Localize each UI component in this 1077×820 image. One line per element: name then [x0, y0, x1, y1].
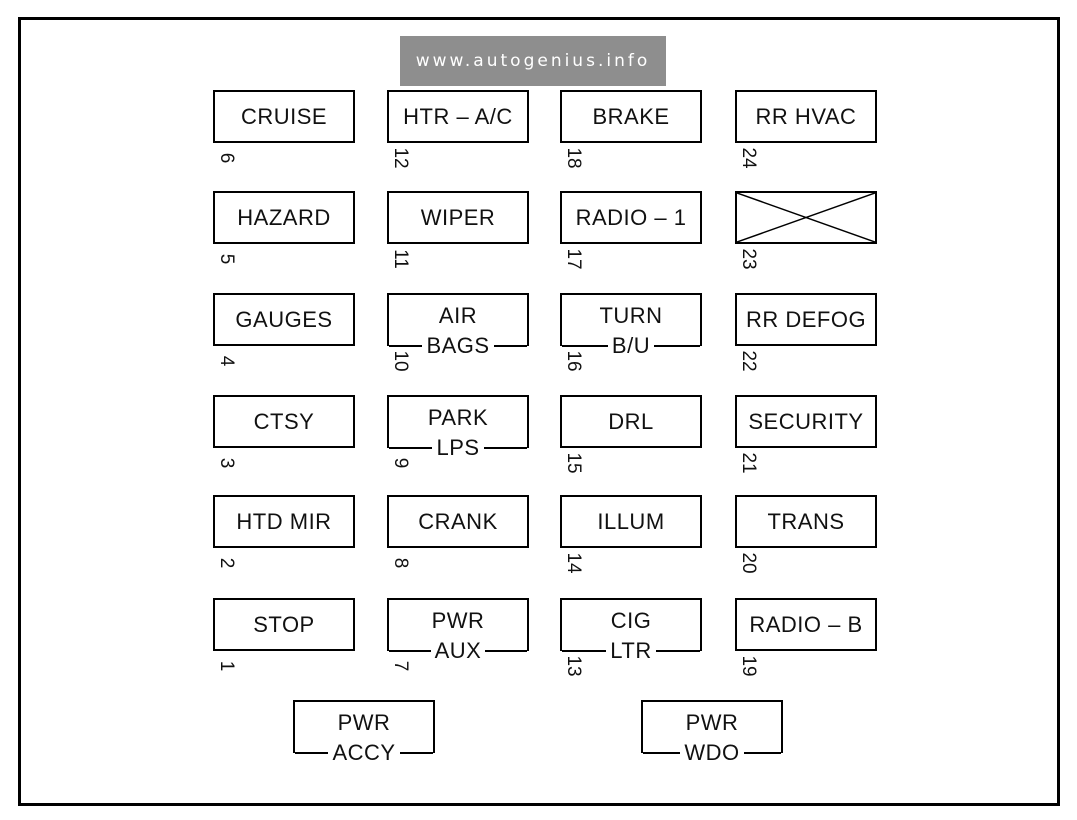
fuse-number: 15: [563, 452, 584, 474]
fuse-label: HAZARD: [237, 204, 331, 230]
fuse-box: CRANK: [387, 495, 529, 548]
fuse-label: RR DEFOG: [745, 306, 867, 332]
fuse-box: SECURITY: [735, 395, 877, 448]
fuse-number: 16: [563, 350, 584, 372]
fuse-label: SECURITY: [748, 408, 864, 434]
fuse-box: RADIO – 1: [560, 191, 702, 244]
fuse-number: 18: [563, 147, 584, 169]
fuse-number: 19: [738, 655, 759, 677]
fuse-number: 20: [738, 552, 759, 574]
fuse-label-line-1: PARK: [427, 405, 489, 430]
fuse-number: 2: [216, 557, 237, 569]
fuse-label: TRANS: [767, 508, 845, 534]
fuse-label: CRANK: [418, 508, 498, 534]
fuse-box: PWR AUX: [387, 598, 529, 662]
fuse-label-line-2: BAGS: [426, 333, 490, 358]
fuse-label: DRL: [608, 408, 654, 434]
fuse-number: 22: [738, 350, 759, 372]
fuse-box: PARK LPS: [387, 395, 529, 459]
fuse-box: BRAKE: [560, 90, 702, 143]
fuse-label: CTSY: [253, 408, 315, 434]
fuse-number: 12: [390, 147, 411, 169]
fuse-label-line-1: PWR: [431, 608, 485, 633]
fuse-label: RR HVAC: [755, 103, 857, 129]
fuse-number: 17: [563, 248, 584, 270]
fuse-number: 9: [390, 457, 411, 469]
fuse-label-line-1: PWR: [685, 710, 739, 735]
fuse-box: PWR ACCY: [293, 700, 435, 764]
fuse-number: 8: [390, 557, 411, 569]
fuse-number: 13: [563, 655, 584, 677]
fuse-label: STOP: [253, 611, 315, 637]
fuse-label: ILLUM: [597, 508, 665, 534]
fuse-box: TURN B/U: [560, 293, 702, 357]
fuse-label: HTD MIR: [236, 508, 332, 534]
fuse-label-line-1: TURN: [599, 303, 663, 328]
fuse-label-line-2: LTR: [610, 638, 652, 663]
fuse-label: HTR – A/C: [403, 103, 513, 129]
fuse-box: TRANS: [735, 495, 877, 548]
fuse-label: RADIO – 1: [575, 204, 687, 230]
fuse-box: HTR – A/C: [387, 90, 529, 143]
fuse-box: AIR BAGS: [387, 293, 529, 357]
fuse-label-line-1: PWR: [337, 710, 391, 735]
fuse-number: 21: [738, 452, 759, 474]
fuse-box: HTD MIR: [213, 495, 355, 548]
fuse-box: PWR WDO: [641, 700, 783, 764]
fuse-box: CRUISE: [213, 90, 355, 143]
fuse-box: ILLUM: [560, 495, 702, 548]
fuse-box: RR HVAC: [735, 90, 877, 143]
fuse-label-line-2: B/U: [611, 333, 651, 358]
fuse-label-line-1: AIR: [438, 303, 478, 328]
fuse-number: 6: [216, 152, 237, 164]
fuse-label-line-2: WDO: [684, 740, 740, 765]
fuse-number: 5: [216, 253, 237, 265]
fuse-label: RADIO – B: [749, 611, 863, 637]
fuse-label: CRUISE: [240, 103, 328, 129]
fuse-label-line-1: CIG: [610, 608, 652, 633]
fuse-box: CTSY: [213, 395, 355, 448]
fuse-box: RR DEFOG: [735, 293, 877, 346]
fuse-box: DRL: [560, 395, 702, 448]
fuse-number: 11: [390, 249, 411, 269]
fuse-number: 1: [216, 660, 237, 672]
empty-fuse-slot: [735, 191, 877, 244]
fuse-box: STOP: [213, 598, 355, 651]
fuse-box: WIPER: [387, 191, 529, 244]
fuse-label: WIPER: [420, 204, 496, 230]
fuse-label: GAUGES: [235, 306, 333, 332]
fuse-box: RADIO – B: [735, 598, 877, 651]
fuse-number: 23: [738, 248, 759, 270]
watermark: www.autogenius.info: [400, 36, 666, 86]
fuse-number: 14: [563, 552, 584, 574]
fuse-number: 4: [216, 355, 237, 367]
fuse-number: 3: [216, 457, 237, 469]
fuse-label-line-2: AUX: [434, 638, 482, 663]
fuse-label: BRAKE: [592, 103, 670, 129]
fuse-number: 10: [390, 350, 411, 372]
fuse-box: CIG LTR: [560, 598, 702, 662]
cross-icon: [737, 193, 875, 242]
diagram-frame: [18, 17, 1060, 806]
fuse-box: HAZARD: [213, 191, 355, 244]
fuse-box: GAUGES: [213, 293, 355, 346]
fuse-label-line-2: LPS: [436, 435, 480, 460]
fuse-number: 24: [738, 147, 759, 169]
fuse-number: 7: [390, 660, 411, 672]
fuse-label-line-2: ACCY: [332, 740, 396, 765]
